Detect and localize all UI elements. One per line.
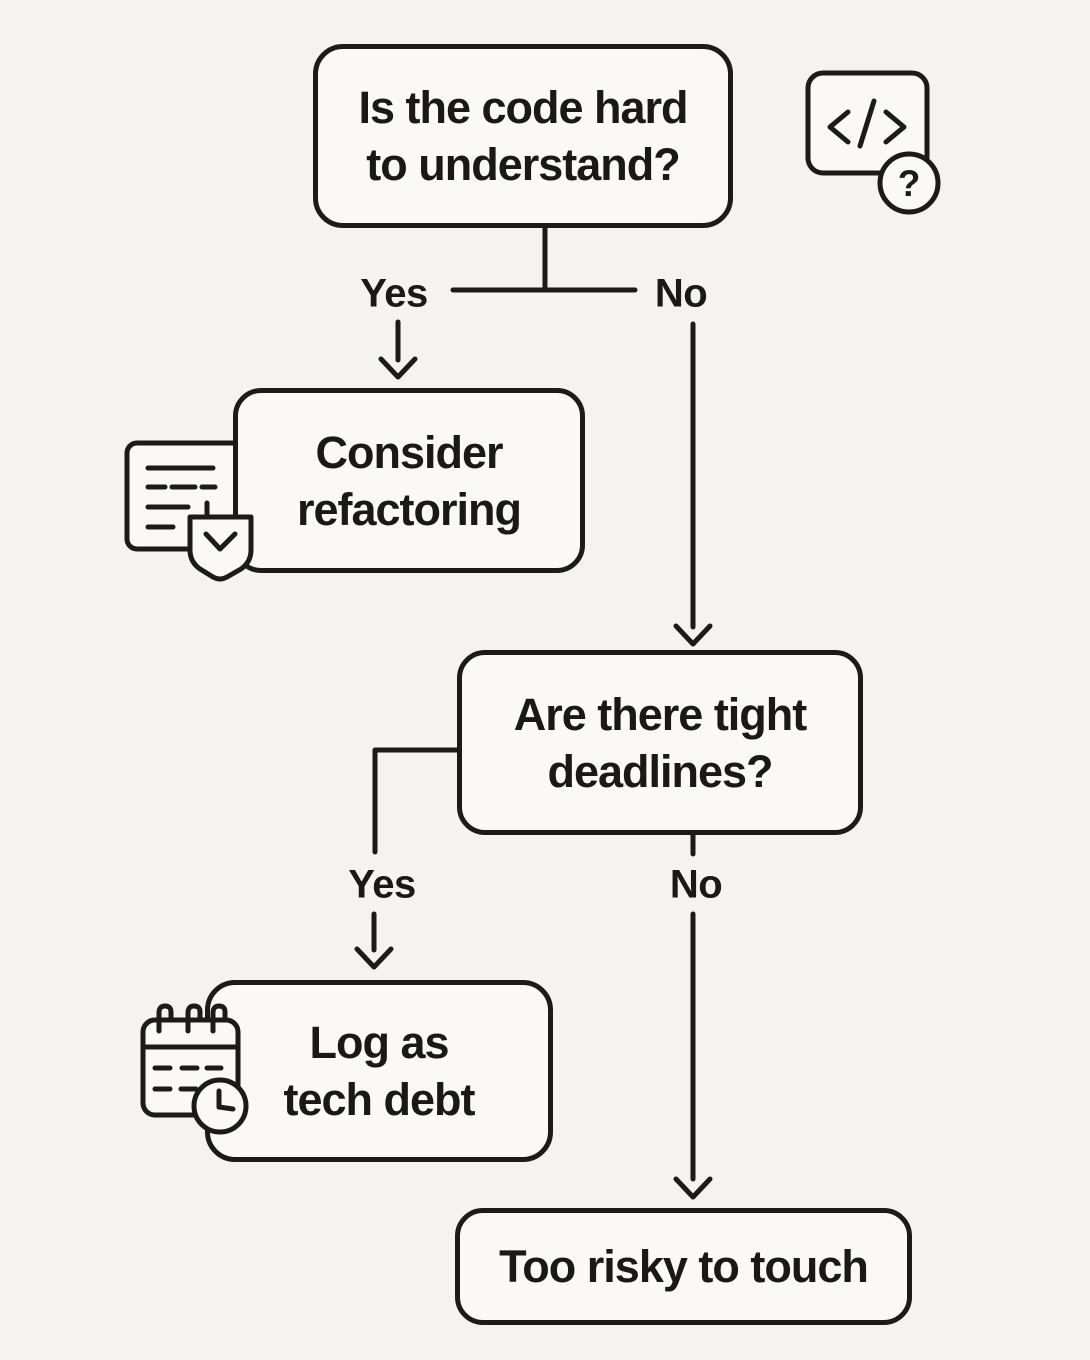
connector-q1-yes-arrow xyxy=(378,319,418,380)
node-log-tech-debt: Log as tech debt xyxy=(205,980,553,1162)
document-page xyxy=(124,440,250,552)
shield-check-chevron xyxy=(203,531,238,552)
question-mark: ? xyxy=(898,163,921,204)
code-question-icon: ? xyxy=(805,70,941,215)
node-question-code-hard: Is the code hard to understand? xyxy=(313,44,733,228)
node-text-line: Too risky to touch xyxy=(499,1241,869,1292)
question-badge xyxy=(877,151,941,215)
node-text-line: tech debt xyxy=(283,1074,475,1125)
node-text-line: to understand? xyxy=(366,139,680,190)
node-text-line: Consider xyxy=(315,426,503,478)
connector-q1-branch xyxy=(450,225,638,293)
code-slash xyxy=(857,98,877,149)
document-check-icon xyxy=(124,440,250,552)
node-text-line: Is the code hard xyxy=(358,82,688,133)
calendar-ring xyxy=(185,1003,203,1034)
connector-q2-no-arrow xyxy=(673,911,713,1200)
node-text-line: deadlines? xyxy=(547,745,773,797)
connector-q1-no-arrow xyxy=(673,321,713,647)
connector-q2-yes-elbow xyxy=(372,747,460,855)
node-text-line: Log as xyxy=(309,1017,449,1068)
branch-label-q1-yes: Yes xyxy=(360,271,428,316)
code-window xyxy=(805,70,930,176)
code-angle-left xyxy=(827,109,851,145)
node-text-line: Are there tight xyxy=(513,688,808,740)
branch-label-q1-no: No xyxy=(654,271,708,316)
node-question-tight-deadlines: Are there tight deadlines? xyxy=(457,650,863,835)
calendar-ring xyxy=(156,1003,174,1034)
node-text-line: refactoring xyxy=(296,483,522,535)
branch-label-q2-yes: Yes xyxy=(348,862,416,907)
document-text-lines xyxy=(145,465,218,530)
connector-q2-yes-arrow xyxy=(354,911,394,970)
code-angle-right xyxy=(883,109,907,145)
node-too-risky: Too risky to touch xyxy=(455,1208,912,1325)
branch-label-q2-no: No xyxy=(669,862,723,907)
node-consider-refactoring: Consider refactoring xyxy=(233,388,585,573)
